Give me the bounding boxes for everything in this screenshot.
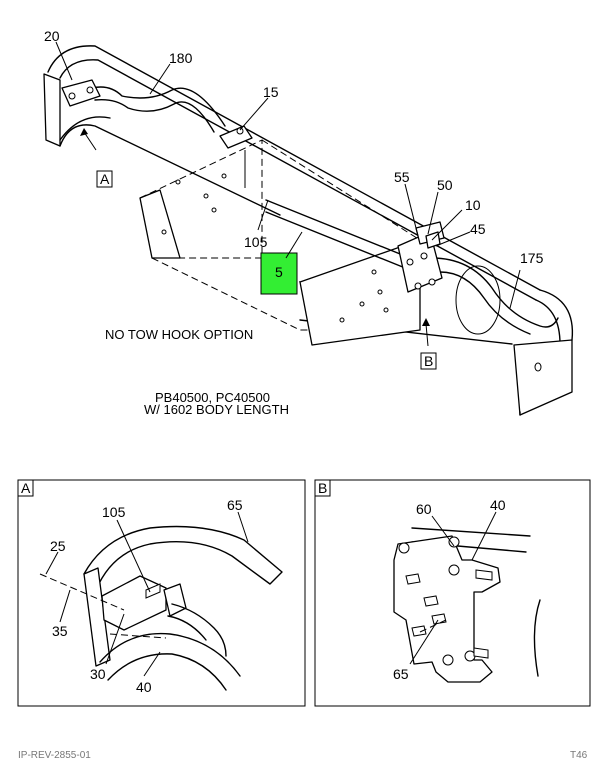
left-bracket — [61, 79, 101, 107]
callout-45: 45 — [470, 221, 486, 237]
detail-b-callout-65: 65 — [393, 666, 409, 682]
center-bracket — [219, 125, 253, 149]
right-bracket-cluster — [397, 221, 445, 293]
detail-b-panel: B 60 40 65 — [314, 479, 591, 707]
bumper-rail — [43, 45, 574, 416]
main-assembly: 20 180 15 55 50 10 45 105 5 175 A B — [43, 28, 574, 416]
callout-105: 105 — [244, 234, 268, 250]
footer-left: IP-REV-2855-01 — [18, 750, 91, 761]
detail-a-callout-35: 35 — [52, 623, 68, 639]
view-b-arrow — [425, 323, 429, 347]
view-ref-b-label: B — [424, 353, 433, 369]
view-ref-a-box — [96, 170, 113, 188]
detail-a-callout-30: 30 — [90, 666, 106, 682]
frame-rail-phantom — [139, 139, 421, 346]
detail-a-label: A — [21, 480, 31, 496]
view-ref-a-label: A — [100, 171, 110, 187]
detail-a-callout-40: 40 — [136, 679, 152, 695]
detail-a-callout-105: 105 — [102, 504, 126, 520]
note-body-length: W/ 1602 BODY LENGTH — [144, 402, 289, 417]
callout-15: 15 — [263, 84, 279, 100]
callout-10: 10 — [465, 197, 481, 213]
detail-b-callout-60: 60 — [416, 501, 432, 517]
view-ref-b-box — [420, 352, 437, 370]
callout-180: 180 — [169, 50, 193, 66]
footer-right: T46 — [570, 750, 588, 761]
callout-175: 175 — [520, 250, 544, 266]
callout-50: 50 — [437, 177, 453, 193]
callout-20: 20 — [44, 28, 60, 44]
detail-a-callout-25: 25 — [50, 538, 66, 554]
note-option: NO TOW HOOK OPTION — [105, 327, 253, 342]
callout-5: 5 — [275, 264, 283, 280]
detail-b-callout-40: 40 — [490, 497, 506, 513]
detail-a-panel: A 105 65 25 35 30 40 — [17, 479, 306, 707]
detail-b-label: B — [318, 480, 327, 496]
callout-55: 55 — [394, 169, 410, 185]
crossmember — [244, 150, 421, 275]
note-models: PB40500, PC40500 — [155, 390, 270, 405]
highlight-box-5 — [260, 252, 298, 295]
detail-a-callout-65: 65 — [227, 497, 243, 513]
tube-assembly — [91, 86, 559, 335]
view-a-arrow — [83, 131, 97, 151]
